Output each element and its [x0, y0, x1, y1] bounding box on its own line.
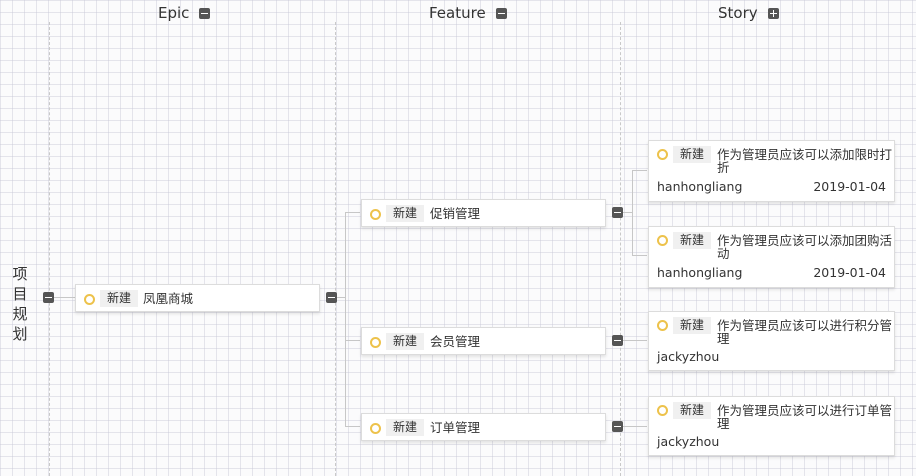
card-title: 促销管理: [430, 206, 481, 221]
status-dot-icon: [657, 235, 668, 246]
swimlane-title: 项目规划: [12, 265, 28, 343]
epic-card[interactable]: 新建 凤凰商城: [75, 284, 320, 312]
owner-name: hanhongliang: [657, 179, 743, 194]
column-header-story-label: Story: [718, 4, 758, 22]
feature-card[interactable]: 新建 会员管理: [361, 327, 606, 355]
owner-name: hanhongliang: [657, 265, 743, 280]
collapse-epic-node-button[interactable]: [326, 292, 337, 303]
collapse-feature-button[interactable]: [495, 7, 507, 19]
status-dot-icon: [657, 320, 668, 331]
column-header-feature-label: Feature: [429, 4, 486, 22]
collapse-swimlane-button[interactable]: [43, 292, 54, 303]
column-header-story: Story: [718, 4, 779, 22]
status-dot-icon: [657, 149, 668, 160]
status-badge: 新建: [673, 402, 712, 419]
card-title-line1: 作为管理员应该可以进行订单管: [717, 403, 893, 418]
status-badge: 新建: [386, 419, 425, 436]
due-date: 2019-01-04: [813, 265, 886, 280]
card-title: 凤凰商城: [143, 291, 194, 306]
connector: [337, 297, 346, 298]
card-title-line1: 作为管理员应该可以添加团购活: [717, 233, 893, 248]
card-title-line2: 折: [717, 160, 730, 175]
card-title-line1: 作为管理员应该可以进行积分管: [717, 318, 893, 333]
connector: [345, 426, 360, 427]
status-dot-icon: [370, 423, 381, 434]
card-title-line2: 理: [717, 331, 730, 346]
card-title: 订单管理: [430, 420, 481, 435]
column-divider-story: [620, 22, 621, 476]
card-title-line2: 理: [717, 416, 730, 431]
status-dot-icon: [84, 294, 95, 305]
collapse-feature-node-button[interactable]: [612, 421, 623, 432]
feature-card[interactable]: 新建 订单管理: [361, 413, 606, 441]
card-title-line1: 作为管理员应该可以添加限时打: [717, 147, 893, 162]
collapse-feature-node-button[interactable]: [612, 207, 623, 218]
expand-story-button[interactable]: [767, 7, 779, 19]
status-dot-icon: [370, 209, 381, 220]
feature-card[interactable]: 新建 促销管理: [361, 199, 606, 227]
status-badge: 新建: [673, 146, 712, 163]
connector: [623, 426, 647, 427]
column-header-feature: Feature: [429, 4, 507, 22]
connector: [345, 212, 360, 213]
column-header-epic-label: Epic: [158, 4, 190, 22]
status-dot-icon: [370, 337, 381, 348]
story-card[interactable]: 新建 作为管理员应该可以进行订单管 理 jackyzhou: [648, 396, 895, 456]
connector: [632, 170, 633, 255]
column-header-epic: Epic: [158, 4, 211, 22]
connector: [345, 212, 346, 426]
collapse-epic-button[interactable]: [199, 7, 211, 19]
status-badge: 新建: [673, 232, 712, 249]
collapse-feature-node-button[interactable]: [612, 335, 623, 346]
story-card[interactable]: 新建 作为管理员应该可以进行积分管 理 jackyzhou: [648, 311, 895, 371]
due-date: 2019-01-04: [813, 179, 886, 194]
owner-name: jackyzhou: [657, 434, 720, 449]
connector: [632, 170, 647, 171]
status-badge: 新建: [100, 290, 139, 307]
story-card[interactable]: 新建 作为管理员应该可以添加团购活 动 hanhongliang 2019-01…: [648, 226, 895, 288]
connector: [345, 340, 360, 341]
card-title-line2: 动: [717, 246, 730, 261]
connector: [54, 297, 75, 298]
card-title: 会员管理: [430, 334, 481, 349]
owner-name: jackyzhou: [657, 349, 720, 364]
status-badge: 新建: [673, 317, 712, 334]
story-card[interactable]: 新建 作为管理员应该可以添加限时打 折 hanhongliang 2019-01…: [648, 140, 895, 202]
connector: [623, 340, 647, 341]
column-divider-epic: [49, 22, 50, 476]
status-badge: 新建: [386, 205, 425, 222]
column-divider-feature: [335, 22, 336, 476]
status-badge: 新建: [386, 333, 425, 350]
connector: [623, 212, 633, 213]
status-dot-icon: [657, 405, 668, 416]
connector: [632, 255, 647, 256]
